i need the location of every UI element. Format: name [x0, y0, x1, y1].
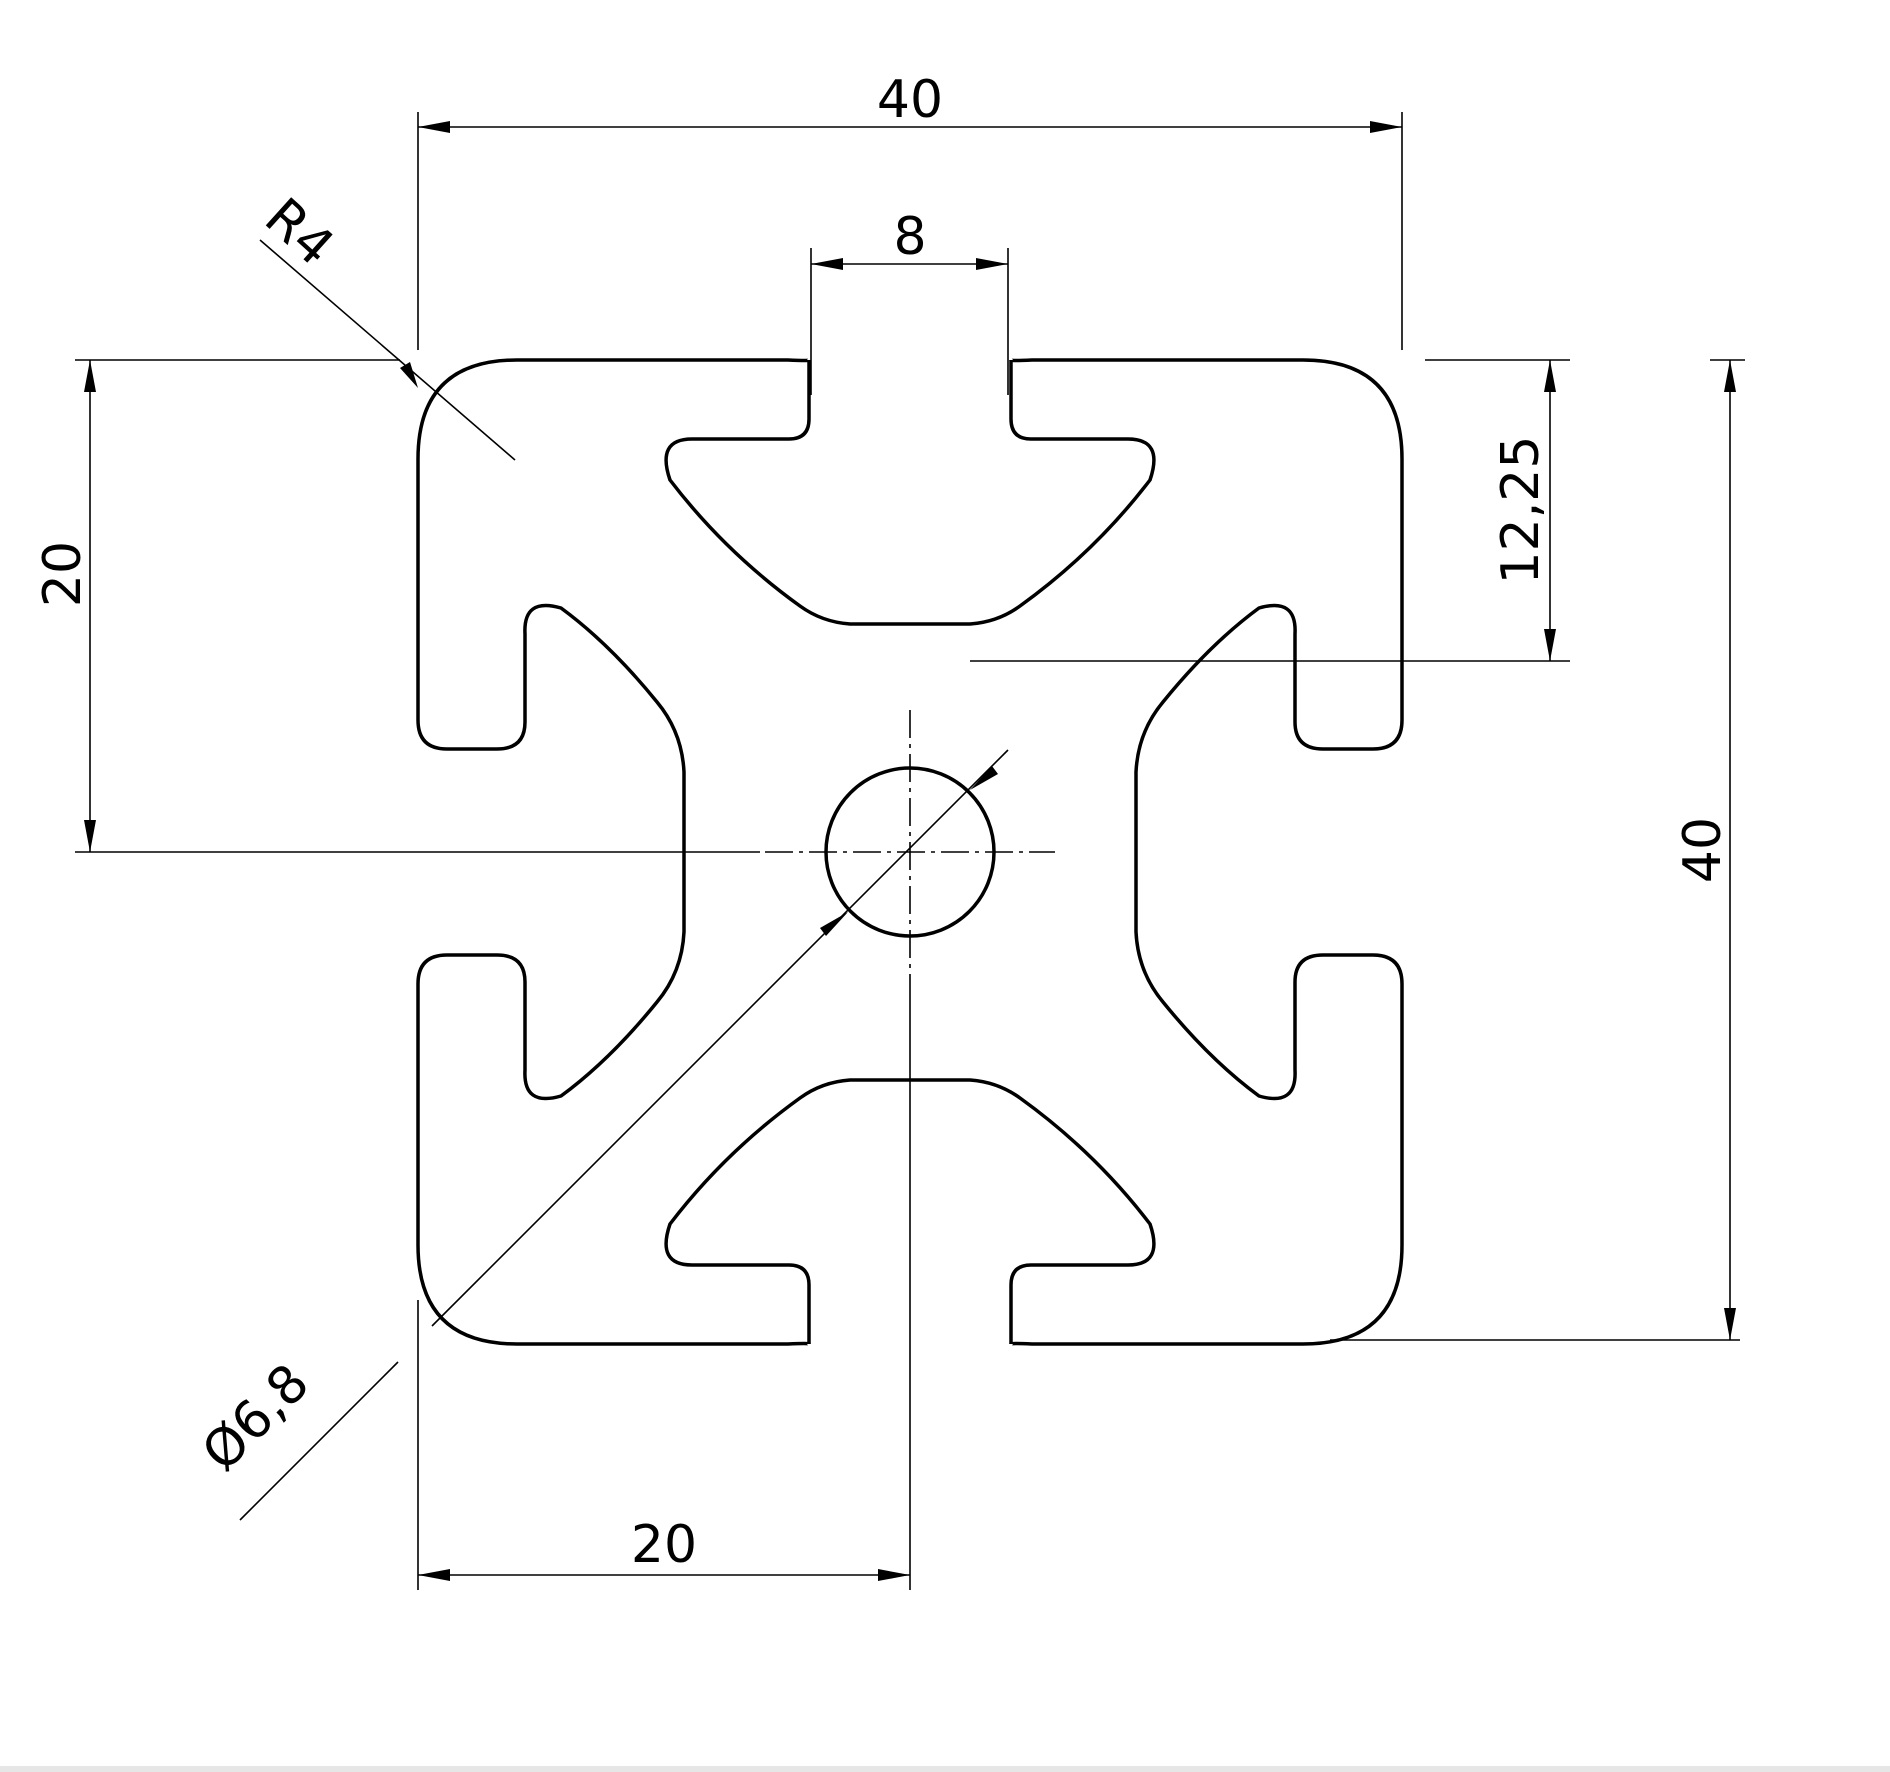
dim-slot-depth-label: 12,25 [1491, 436, 1551, 585]
dim-corner-radius: R4 [253, 187, 516, 461]
dim-half-width: 20 [417, 1000, 911, 1590]
dim-overall-width-label: 40 [877, 70, 943, 130]
dim-half-height: 20 [33, 359, 760, 853]
dim-slot-depth: 12,25 [970, 359, 1570, 662]
dim-bore-diameter-label: Ø6,8 [191, 1353, 321, 1483]
dim-overall-width: 40 [417, 70, 1403, 350]
dim-slot-width-label: 8 [893, 207, 926, 267]
dim-slot-width: 8 [810, 207, 1009, 395]
dim-overall-height: 40 [1330, 359, 1745, 1341]
bottom-divider [0, 1766, 1890, 1772]
dim-bore-diameter: Ø6,8 [191, 749, 1009, 1521]
dim-half-width-label: 20 [631, 1515, 697, 1575]
center-lines [765, 710, 1055, 1000]
dim-half-height-label: 20 [33, 541, 93, 607]
dim-corner-radius-label: R4 [253, 187, 345, 278]
dim-overall-height-label: 40 [1673, 817, 1733, 883]
